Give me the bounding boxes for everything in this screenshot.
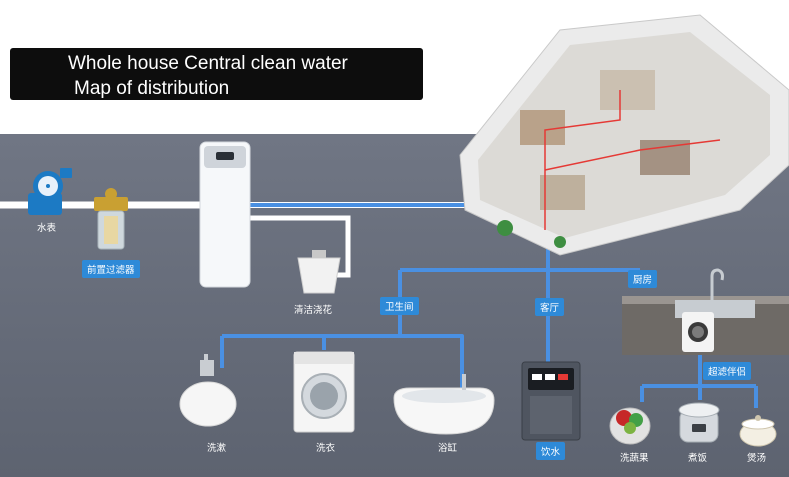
distribution-pipes — [220, 203, 758, 408]
tag-bathroom: 卫生间 — [380, 297, 419, 315]
label-soup: 煲汤 — [747, 453, 767, 464]
label-cook-rice: 煮饭 — [688, 453, 708, 464]
bathtub-icon — [393, 374, 495, 435]
tag-ultrafilter: 超滤伴侣 — [703, 362, 752, 380]
washing-machine-icon — [293, 351, 355, 433]
label-water-meter: 水表 — [37, 223, 57, 234]
soup-pot-icon — [739, 415, 777, 447]
wash-basin-icon — [179, 354, 237, 427]
water-softener-icon — [199, 141, 251, 288]
fruit-vegetable-basket-icon — [609, 407, 651, 445]
tag-living-room: 客厅 — [535, 298, 565, 316]
tag-pre-filter: 前置过滤器 — [82, 260, 140, 278]
label-mop-sink: 清洁浇花 — [294, 305, 333, 316]
house-floorplan-icon — [459, 14, 789, 256]
water-dispenser-icon — [521, 361, 581, 441]
label-laundry: 洗衣 — [316, 443, 336, 454]
rice-cooker-icon — [678, 402, 720, 443]
tag-kitchen: 厨房 — [628, 270, 658, 288]
kitchen-sink-counter-icon — [622, 268, 789, 355]
title-line-2: Map of distribution — [74, 78, 230, 99]
pre-filter-icon — [94, 188, 128, 250]
title-banner: Whole house Central clean water Map of d… — [10, 48, 423, 100]
label-wash-vegetables: 洗蔬果 — [620, 453, 649, 464]
tag-drinking: 饮水 — [536, 442, 566, 460]
water-meter-icon — [28, 168, 72, 215]
label-bathtub: 浴缸 — [438, 443, 458, 454]
title-line-1: Whole house Central clean water — [68, 53, 348, 74]
mop-sink-icon — [297, 250, 341, 294]
label-wash: 洗漱 — [207, 443, 227, 454]
